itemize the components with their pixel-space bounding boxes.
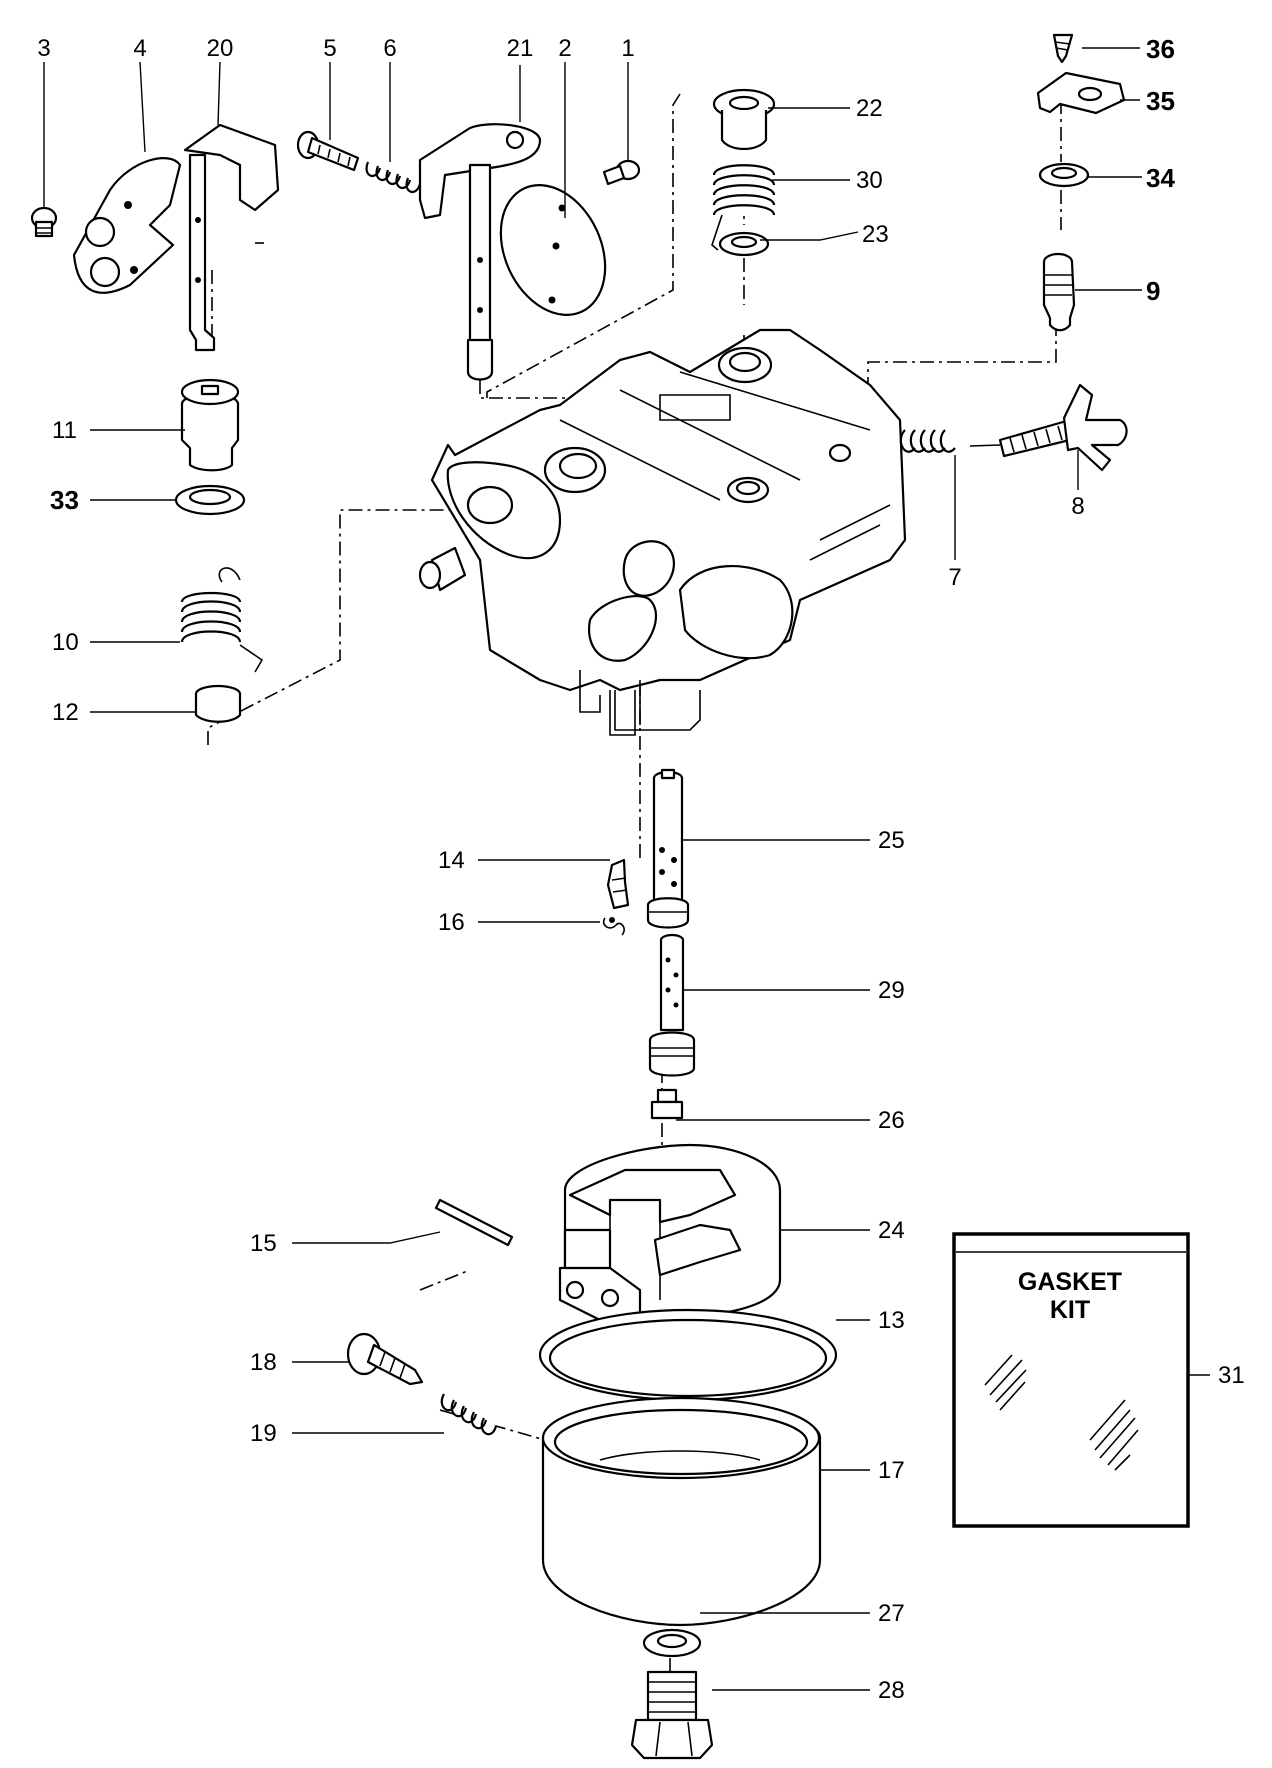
label-15: 15	[250, 1230, 277, 1257]
carburetor-body	[418, 328, 907, 736]
label-11: 11	[52, 417, 77, 444]
label-27: 27	[878, 1600, 905, 1627]
part-28-drain-plug	[630, 1670, 714, 1760]
label-24: 24	[878, 1217, 905, 1244]
label-3: 3	[37, 35, 50, 62]
leader-lines	[43, 47, 1210, 1691]
label-31: 31	[1218, 1362, 1245, 1389]
part-19-spring	[440, 1393, 498, 1436]
label-36: 36	[1146, 34, 1175, 64]
label-10: 10	[52, 629, 79, 656]
part-9-valve	[1042, 252, 1076, 332]
part-4-choke-plate	[72, 157, 182, 294]
part-26-jet	[650, 1088, 684, 1120]
part-20-choke-shaft	[183, 123, 280, 352]
part-2-throttle-plate	[499, 184, 607, 316]
part-31-gasket-kit: GASKET KIT	[952, 1232, 1190, 1528]
part-10-spring	[180, 567, 264, 673]
label-25: 25	[878, 827, 905, 854]
label-12: 12	[52, 699, 79, 726]
label-17: 17	[878, 1457, 905, 1484]
label-35: 35	[1146, 86, 1175, 116]
part-labels: 3 4 20 5 6 21 2 1 22 30 23 36 35 34 9 8 …	[37, 34, 1244, 1704]
label-13: 13	[878, 1307, 905, 1334]
part-34-washer	[1038, 162, 1090, 188]
label-5: 5	[323, 35, 336, 62]
part-16-clip	[602, 917, 625, 936]
label-8: 8	[1071, 493, 1084, 520]
part-14-inlet-needle	[606, 858, 630, 910]
label-16: 16	[438, 909, 465, 936]
label-18: 18	[250, 1349, 277, 1376]
label-33: 33	[50, 485, 79, 515]
part-15-hinge-pin	[434, 1198, 642, 1322]
label-6: 6	[383, 35, 396, 62]
label-23: 23	[862, 221, 889, 248]
part-25-emulsion-tube	[646, 768, 690, 929]
part-24-float	[563, 1143, 782, 1317]
gasket-kit-line1: GASKET	[1018, 1268, 1122, 1296]
label-30: 30	[856, 167, 883, 194]
part-1-screw	[602, 159, 641, 186]
gasket-kit-line2: KIT	[1050, 1296, 1090, 1324]
label-19: 19	[250, 1420, 277, 1447]
label-20: 20	[207, 35, 234, 62]
part-35-bracket	[1036, 71, 1126, 115]
label-2: 2	[558, 35, 571, 62]
part-33-washer	[174, 484, 246, 516]
part-18-idle-screw	[346, 1332, 424, 1386]
label-4: 4	[133, 35, 146, 62]
label-21: 21	[507, 35, 534, 62]
label-34: 34	[1146, 163, 1175, 193]
label-1: 1	[621, 35, 634, 62]
part-21-throttle-shaft	[418, 123, 542, 381]
part-7-spring	[899, 429, 956, 453]
part-22-bushing	[712, 88, 776, 151]
part-23-washer	[718, 231, 770, 257]
part-17-float-bowl	[541, 1396, 822, 1627]
part-36-screw	[1052, 33, 1074, 64]
label-22: 22	[856, 95, 883, 122]
part-27-washer	[642, 1628, 702, 1658]
part-12-cap	[194, 684, 242, 723]
part-6-spring	[365, 161, 422, 194]
label-14: 14	[438, 847, 465, 874]
part-13-bowl-gasket	[538, 1308, 838, 1402]
part-8-needle	[969, 383, 1128, 472]
label-9: 9	[1146, 276, 1160, 306]
label-29: 29	[878, 977, 905, 1004]
part-3-screw	[30, 206, 58, 238]
part-29-main-jet-tube	[648, 933, 696, 1077]
part-11-bushing	[180, 378, 240, 472]
label-28: 28	[878, 1677, 905, 1704]
part-5-screw	[296, 130, 360, 172]
label-26: 26	[878, 1107, 905, 1134]
part-30-spring	[711, 164, 776, 251]
label-7: 7	[948, 564, 961, 591]
